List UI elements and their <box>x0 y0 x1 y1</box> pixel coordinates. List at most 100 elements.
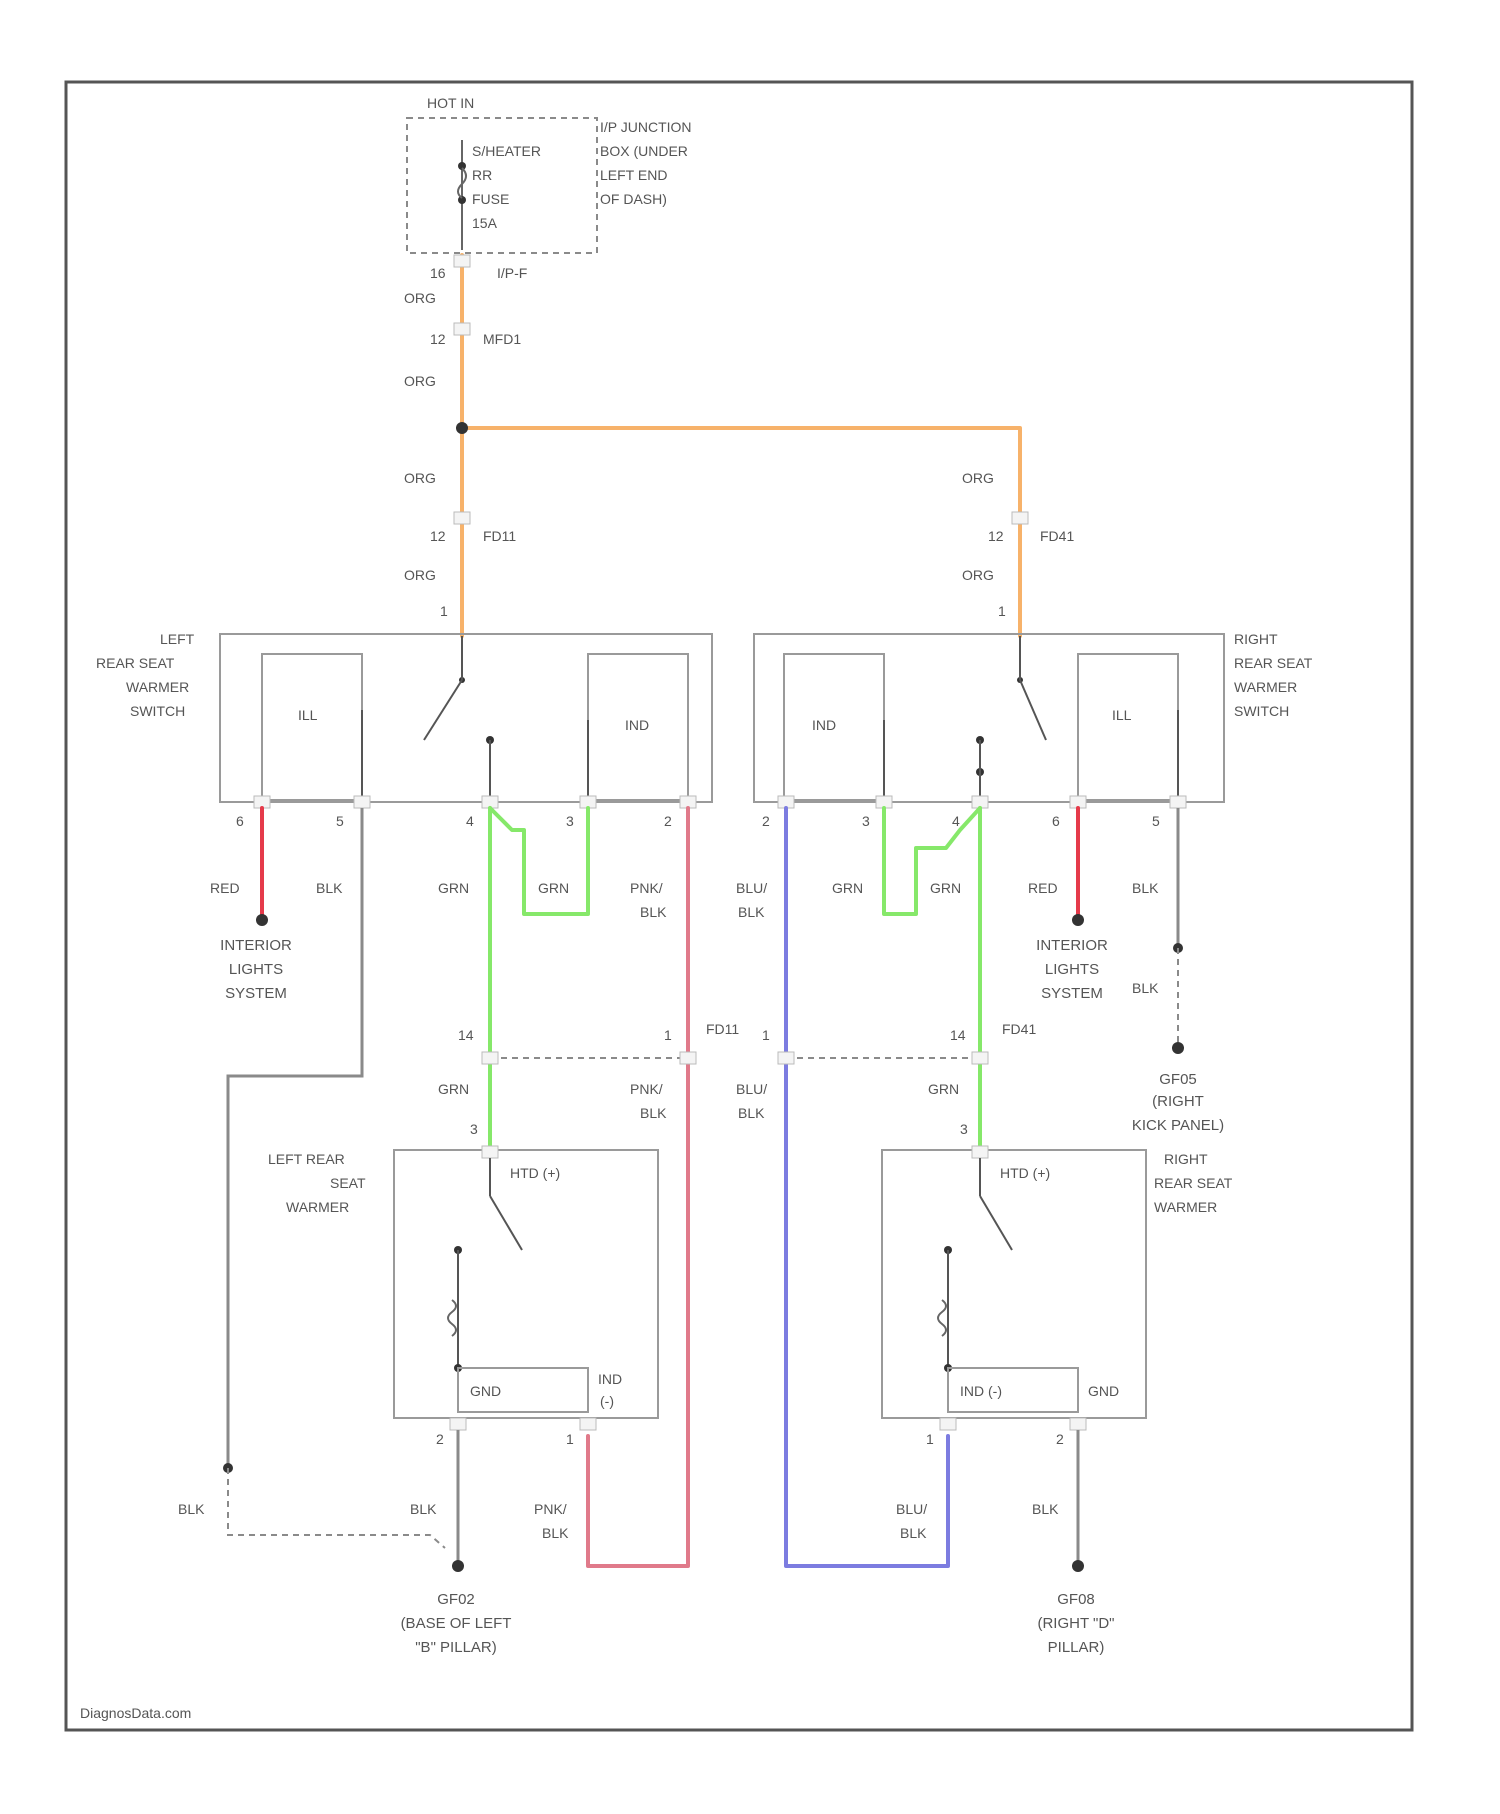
wire-org-label-6: ORG <box>962 567 994 583</box>
right-interior-1: INTERIOR <box>1036 937 1108 954</box>
right-interior-dot <box>1072 914 1084 926</box>
right-pin-4: 4 <box>952 813 960 829</box>
junction-box-dashed <box>407 118 597 253</box>
left-warmer-title-2: SEAT <box>330 1175 366 1191</box>
junction-label-3: LEFT END <box>600 167 667 183</box>
conn-fd11-top-label: FD11 <box>483 528 516 544</box>
right-switch-title-3: WARMER <box>1234 679 1297 695</box>
left-pin-4: 4 <box>466 813 474 829</box>
footer-watermark: DiagnosData.com <box>80 1705 191 1721</box>
left-pin-5: 5 <box>336 813 344 829</box>
right-switch-blade <box>1020 680 1046 740</box>
left-gnd-label: GND <box>470 1383 501 1399</box>
connector-fd41-top <box>1012 512 1028 524</box>
right-warmer-pin-top <box>972 1146 988 1158</box>
left-pin-2: 2 <box>664 813 672 829</box>
right-warmer-title-3: WARMER <box>1154 1199 1217 1215</box>
mid-wire-grn-left: GRN <box>438 1081 469 1097</box>
fuse-label-2: RR <box>472 167 492 183</box>
junction-label-1: I/P JUNCTION <box>600 119 692 135</box>
left-pin-3: 3 <box>566 813 574 829</box>
left-warmer-pins <box>450 1418 596 1430</box>
pin-12a-label: 12 <box>430 331 446 347</box>
right-pin-6: 6 <box>1052 813 1060 829</box>
wire-pnk-left-label-1: PNK/ <box>630 880 663 896</box>
right-switch-ill-box <box>1078 654 1178 800</box>
wire-pnk-left-label-2: BLK <box>640 904 667 920</box>
gf08-label-3: PILLAR) <box>1048 1639 1105 1656</box>
right-switch-title-4: SWITCH <box>1234 703 1289 719</box>
wire-blu-right-label-2: BLK <box>738 904 765 920</box>
right-warmer-title-2: REAR SEAT <box>1154 1175 1233 1191</box>
conn-mfd1-label: MFD1 <box>483 331 521 347</box>
right-warmer-title-1: RIGHT <box>1164 1151 1208 1167</box>
conn-fd11-label: FD11 <box>706 1021 739 1037</box>
wire-blk-ground-label-2: BLK <box>410 1501 437 1517</box>
right-ind-warmer-label: IND (-) <box>960 1383 1002 1399</box>
mid-wire-grn-right: GRN <box>928 1081 959 1097</box>
left-pin-6: 6 <box>236 813 244 829</box>
wire-blu-bottom-2: BLK <box>900 1525 927 1541</box>
mid-pin-14-left: 14 <box>458 1027 474 1043</box>
left-ind-label: IND <box>625 717 649 733</box>
mid-wire-blu-2: BLK <box>738 1105 765 1121</box>
mid-wire-blu-1: BLU/ <box>736 1081 767 1097</box>
left-switch-title-1: LEFT <box>160 631 195 647</box>
left-warmer-pin-2: 2 <box>436 1431 444 1447</box>
left-warmer-pin-top <box>482 1146 498 1158</box>
splice-dot <box>456 422 468 434</box>
conn-fd41-label: FD41 <box>1002 1021 1036 1037</box>
wire-org-label-5: ORG <box>962 470 994 486</box>
wire-blu-right-label-1: BLU/ <box>736 880 767 896</box>
fuse-label-1: S/HEATER <box>472 143 541 159</box>
conn-ipjf-label: I/P-F <box>497 265 527 281</box>
wire-blk-left-long <box>228 808 362 1468</box>
gf05-label-3: KICK PANEL) <box>1132 1117 1224 1134</box>
wire-grn-left-label-2: GRN <box>538 880 569 896</box>
wire-blk-ground-label-1: BLK <box>178 1501 205 1517</box>
right-warmer-box <box>882 1150 1146 1418</box>
wire-grn-left-label-1: GRN <box>438 880 469 896</box>
fuse-label-4: 15A <box>472 215 498 231</box>
left-interior-2: LIGHTS <box>229 961 283 978</box>
wire-grn-right-label-1: GRN <box>832 880 863 896</box>
gf02-label-2: (BASE OF LEFT <box>401 1615 512 1632</box>
wire-red-left-label: RED <box>210 880 240 896</box>
right-ind-label: IND <box>812 717 836 733</box>
left-switch-title-3: WARMER <box>126 679 189 695</box>
mid-pin-14-right: 14 <box>950 1027 966 1043</box>
left-pin-3-label: 3 <box>470 1121 478 1137</box>
gf08-ground-dot <box>1072 1560 1084 1572</box>
gf08-label-1: GF08 <box>1057 1591 1095 1608</box>
wire-blk-right-bottom: BLK <box>1032 1501 1059 1517</box>
pin-1-right-label: 1 <box>998 603 1006 619</box>
right-pin-3: 3 <box>862 813 870 829</box>
right-warmer-pin-2: 2 <box>1056 1431 1064 1447</box>
right-ill-label: ILL <box>1112 707 1132 723</box>
pin-12b-label: 12 <box>430 528 446 544</box>
wire-org-label-2: ORG <box>404 373 436 389</box>
left-switch-ill-box <box>262 654 362 800</box>
right-gnd-label: GND <box>1088 1383 1119 1399</box>
right-htd-label: HTD (+) <box>1000 1165 1050 1181</box>
wire-grn-right-label-2: GRN <box>930 880 961 896</box>
pin-1-left-label: 1 <box>440 603 448 619</box>
left-ind-warmer-label: IND <box>598 1371 622 1387</box>
right-heater-icon <box>938 1300 946 1336</box>
gf02-ground-dot <box>452 1560 464 1572</box>
wire-org-label-3: ORG <box>404 470 436 486</box>
gf02-label-1: GF02 <box>437 1591 475 1608</box>
wire-org-branch <box>462 428 1020 636</box>
mid-pin-1-right: 1 <box>762 1027 770 1043</box>
gf08-label-2: (RIGHT "D" <box>1037 1615 1114 1632</box>
gf05-label-2: (RIGHT <box>1152 1093 1204 1110</box>
left-interior-1: INTERIOR <box>220 937 292 954</box>
pin-12c-label: 12 <box>988 528 1004 544</box>
mid-pin-1-left: 1 <box>664 1027 672 1043</box>
connector-ipjf <box>454 255 470 267</box>
wire-blk-right-label-1: BLK <box>1132 880 1159 896</box>
left-switch-title-2: REAR SEAT <box>96 655 175 671</box>
left-warmer-title-3: WARMER <box>286 1199 349 1215</box>
gf02-label-3: "B" PILLAR) <box>415 1639 497 1656</box>
